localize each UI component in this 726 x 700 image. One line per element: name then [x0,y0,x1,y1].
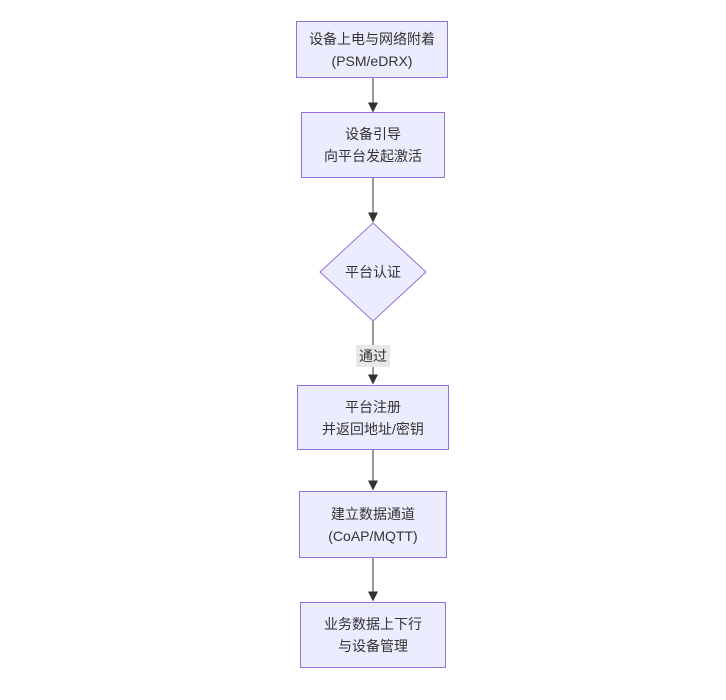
node-platform-auth-shape [319,222,427,322]
node-label-line: 平台注册 [345,398,401,415]
node-label-line: 业务数据上下行 [324,616,422,632]
node-label-line: 设备引导 [345,126,401,142]
node-label-line: 与设备管理 [338,638,408,654]
node-business-data: 业务数据上下行 与设备管理 [300,602,446,668]
node-data-channel: 建立数据通道 (CoAP/MQTT) [299,491,447,558]
node-label-line: 向平台发起激活 [324,148,422,164]
node-label-line: 建立数据通道 [331,505,415,522]
edge-label-pass: 通过 [356,345,390,367]
node-power-attach: 设备上电与网络附着 (PSM/eDRX) [296,21,448,78]
node-device-bootstrap: 设备引导 向平台发起激活 [301,112,445,178]
node-label-line: 并返回地址/密钥 [322,420,424,437]
node-label-line: (PSM/eDRX) [331,52,413,69]
node-label-line: 设备上电与网络附着 [309,30,435,47]
node-platform-register: 平台注册 并返回地址/密钥 [297,385,449,450]
node-platform-auth-label: 平台认证 [345,264,401,280]
node-label-line: (CoAP/MQTT) [328,527,418,544]
